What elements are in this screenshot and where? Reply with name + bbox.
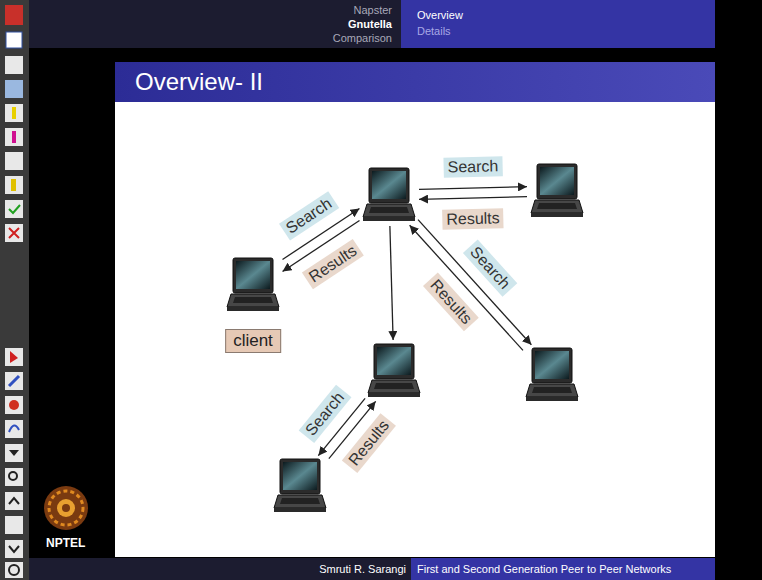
laptop-icon <box>530 163 584 219</box>
edge-label: Results <box>423 272 479 331</box>
laptop-icon <box>273 458 327 514</box>
laptop-icon <box>367 343 421 399</box>
connector-arrow <box>419 187 527 190</box>
laptop-icon <box>525 347 579 403</box>
slide-label: Overview <box>417 8 463 22</box>
connector-arrow <box>410 225 523 350</box>
slide-label: Comparison <box>333 31 392 45</box>
slide-label: Smruti R. Sarangi <box>319 562 406 576</box>
laptop-node: client <box>226 257 280 313</box>
laptop-icon <box>226 257 280 313</box>
edge-label: Results <box>443 208 505 229</box>
nptel-logo <box>44 486 88 530</box>
slide-label: Napster <box>353 3 392 17</box>
toolbar-icons <box>5 5 23 578</box>
slide-title: Overview- II <box>135 66 263 98</box>
laptop-icon <box>362 167 416 223</box>
edge-label: Search <box>279 192 339 241</box>
laptop-node <box>530 163 584 219</box>
slide-label: Gnutella <box>348 17 392 31</box>
node-caption: client <box>225 329 281 353</box>
laptop-node <box>525 347 579 403</box>
laptop-node <box>362 167 416 223</box>
edge-label: Search <box>443 156 502 177</box>
edge-label: Search <box>463 240 517 297</box>
connector-arrow <box>418 220 531 345</box>
edge-label: Results <box>301 238 363 289</box>
slide-label: NPTEL <box>46 536 85 550</box>
edge-label: Search <box>299 385 352 443</box>
slide-label: Details <box>417 24 451 38</box>
slide-label: First and Second Generation Peer to Peer… <box>417 562 671 576</box>
connector-arrow <box>419 197 527 200</box>
laptop-node <box>273 458 327 514</box>
edge-label: Results <box>341 413 395 473</box>
laptop-node <box>367 343 421 399</box>
connector-arrow <box>390 226 393 340</box>
